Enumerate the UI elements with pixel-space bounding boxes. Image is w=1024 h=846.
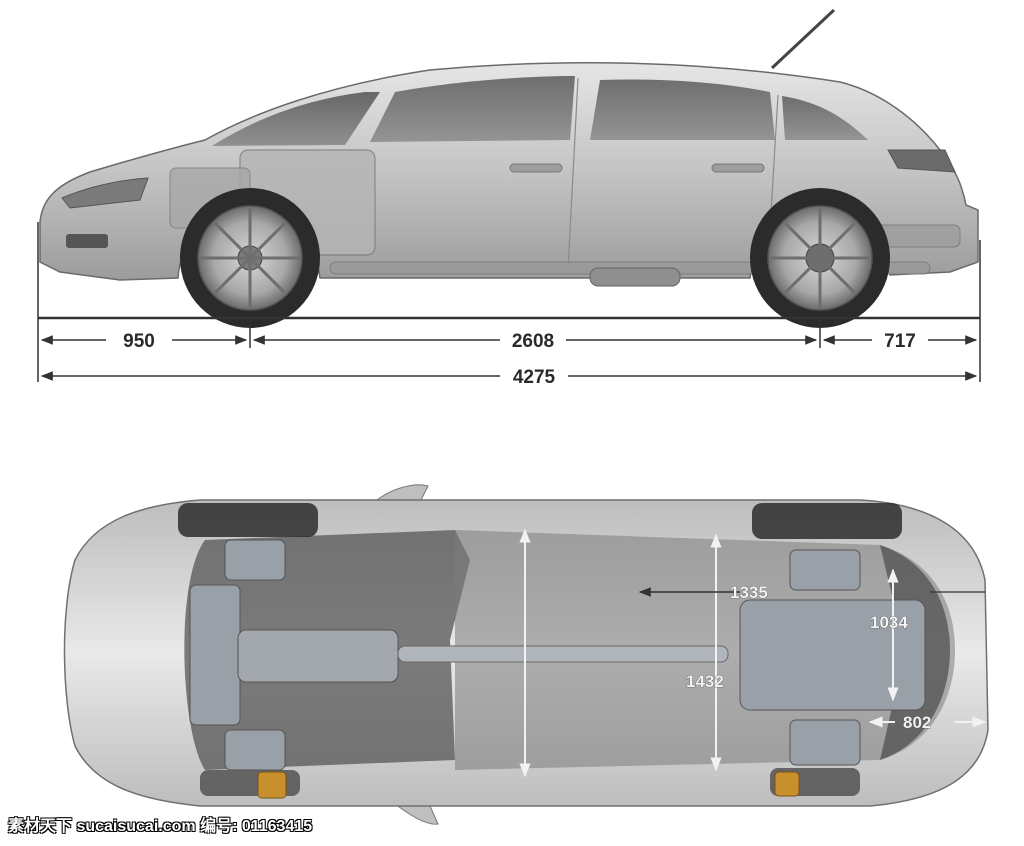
front-door-handle — [509, 163, 563, 173]
muffler — [589, 267, 681, 287]
side-rear-window — [590, 79, 775, 140]
tire-rear-left — [752, 503, 902, 539]
engine-dim-label: 1034 — [870, 613, 908, 632]
front-wheel — [180, 188, 320, 328]
dim-front-overhang: 950 — [40, 331, 248, 352]
extension-lines — [37, 222, 981, 382]
tire-front-left — [178, 503, 318, 537]
top-engine — [237, 629, 399, 683]
overall-length-label: 4275 — [513, 367, 556, 388]
dim-overall-length: 4275 — [40, 367, 978, 388]
rear-subframe — [739, 549, 926, 766]
front-track-label: 1432 — [686, 672, 724, 691]
fog-light — [66, 234, 108, 248]
taillight — [887, 149, 956, 173]
wheelbase-label: 2608 — [512, 331, 554, 352]
side-quarter-window — [782, 96, 868, 140]
top-view: 1335 1432 1034 802 — [63, 484, 989, 825]
door-split-rear — [769, 94, 779, 231]
brake-caliper-front — [257, 771, 287, 799]
rear-wheel — [750, 188, 890, 328]
door-split-front — [567, 77, 579, 271]
front-subframe — [189, 539, 286, 771]
rear-overhang-label: 717 — [884, 331, 916, 352]
mirror-left — [370, 484, 429, 505]
propeller-shaft — [397, 645, 729, 663]
dim-wheelbase: 2608 — [252, 331, 818, 352]
headlight — [61, 177, 149, 209]
side-windshield — [212, 92, 380, 146]
nose-dim-label: 802 — [903, 713, 931, 732]
front-overhang-label: 950 — [123, 331, 155, 352]
side-view: 950 2608 717 4275 — [37, 8, 981, 388]
dim-rear-overhang: 717 — [822, 331, 978, 352]
antenna — [770, 8, 836, 70]
brake-caliper-rear — [774, 771, 800, 797]
watermark-text: 素材天下 sucaisucai.com 编号: 01163415 — [8, 818, 313, 835]
rear-track-label: 1335 — [730, 583, 768, 602]
side-front-window — [370, 76, 575, 142]
rear-door-handle — [711, 163, 765, 173]
